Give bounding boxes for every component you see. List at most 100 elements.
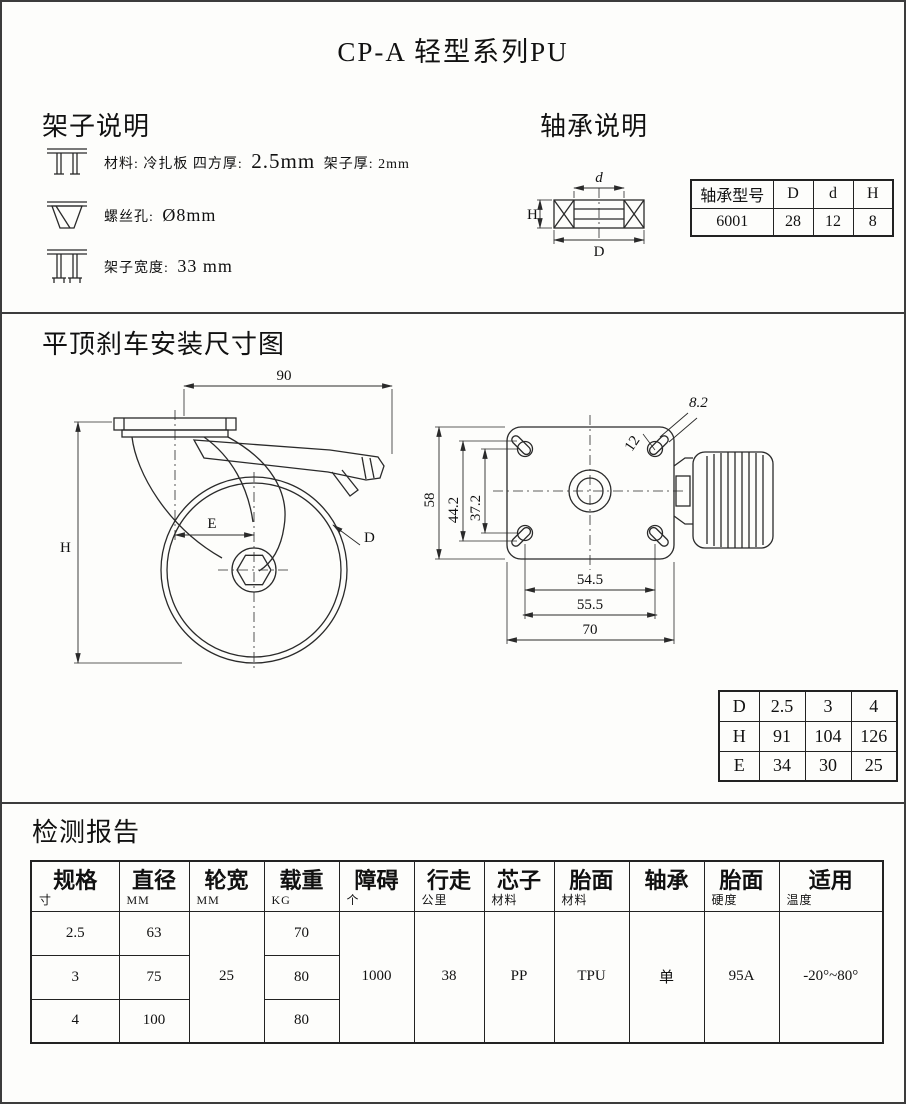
cell-load: 80: [263, 954, 340, 1000]
dim-slot-width-8-2: 8.2: [689, 395, 708, 411]
cell-tread-material: TPU: [553, 910, 630, 1044]
header-main: 障碍: [354, 868, 399, 894]
mounting-plate: [506, 426, 675, 560]
header-main: 直径: [131, 868, 176, 894]
dhe-value: 91: [758, 720, 806, 752]
header-main: 轴承: [644, 868, 689, 894]
caster-body: [113, 417, 385, 664]
header-sub: 材料: [561, 892, 588, 907]
frame-legs-icon: [47, 249, 87, 283]
cell-hardness: 95A: [703, 910, 780, 1044]
bearing-D-header: D: [772, 179, 814, 209]
report-row-1: 2.5 63 25 70 1000 38 PP TPU 单 95A -20°~8…: [30, 910, 884, 1044]
brake-pedal: [673, 451, 774, 549]
caster-side-view-drawing: 90 H E D: [60, 368, 393, 670]
bearing-dim-H: H: [527, 207, 538, 223]
header-sub: 个: [346, 892, 360, 907]
header-bearing: 轴承: [628, 860, 705, 912]
bearing-D-value: 28: [772, 207, 814, 237]
dhe-value: 25: [850, 750, 898, 782]
cell-diameter: 75: [118, 954, 190, 1000]
bearing-d-header: d: [812, 179, 854, 209]
header-main: 行走: [426, 868, 471, 894]
cell-distance: 38: [413, 910, 485, 1044]
header-main: 适用: [808, 868, 853, 894]
header-sub: 寸: [39, 892, 53, 907]
cell-core: PP: [483, 910, 555, 1044]
header-temperature: 适用温度: [778, 860, 884, 912]
header-main: 轮宽: [204, 868, 249, 894]
section-divider-top: [2, 312, 904, 314]
dhe-row-H: H 91 104 126: [718, 720, 898, 752]
header-main: 胎面: [569, 868, 614, 894]
cell-diameter: 63: [118, 910, 190, 956]
plate-thickness-value: 2.5mm: [251, 148, 316, 173]
header-tread-material: 胎面材料: [553, 860, 630, 912]
dim-hole-width-54-5: 54.5: [577, 572, 603, 588]
cell-load: 70: [263, 910, 340, 956]
frame-spec-screw-hole: 螺丝孔: Ø8mm: [44, 198, 216, 232]
cell-diameter: 100: [118, 998, 190, 1044]
header-main: 规格: [53, 868, 98, 894]
bearing-d-value: 12: [812, 207, 854, 237]
dim-plate-width-70: 70: [583, 622, 598, 638]
cell-spec: 2.5: [30, 910, 120, 956]
dim-plate-height-58: 58: [422, 493, 438, 508]
dim-hole-span-outer-44-2: 44.2: [446, 497, 462, 523]
dim-wheel-D: D: [364, 530, 375, 546]
bearing-H-value: 8: [852, 207, 894, 237]
header-hardness: 胎面硬度: [703, 860, 780, 912]
material-label: 材料: 冷扎板 四方厚:: [104, 156, 243, 172]
section-divider-bottom: [2, 802, 904, 804]
dim-slot-length-12: 12: [622, 433, 644, 454]
header-core: 芯子材料: [483, 860, 555, 912]
header-main: 胎面: [719, 868, 764, 894]
drawing-section-title: 平顶刹车安装尺寸图: [42, 330, 286, 359]
bearing-table-value-row: 6001 28 12 8: [690, 207, 894, 237]
header-sub: MM: [126, 892, 150, 907]
frame-thickness-label: 架子厚: 2mm: [323, 156, 410, 172]
cell-wheel-width: 25: [188, 910, 265, 1044]
frame-width-value: 33 mm: [177, 255, 233, 276]
header-sub: 硬度: [711, 892, 738, 907]
frame-section-title: 架子说明: [42, 112, 151, 141]
dhe-value: 104: [804, 720, 852, 752]
bearing-model-header: 轴承型号: [690, 179, 774, 209]
dhe-row-D: D 2.5 3 4: [718, 690, 898, 722]
cell-spec: 4: [30, 998, 120, 1044]
bearing-model-value: 6001: [690, 207, 774, 237]
dim-offset-E: E: [207, 516, 216, 532]
header-sub: 材料: [491, 892, 518, 907]
frame-spec-width: 架子宽度: 33 mm: [44, 246, 233, 286]
bearing-table-header-row: 轴承型号 D d H: [690, 179, 894, 209]
bearing-table: 轴承型号 D d H 6001 28 12 8: [690, 179, 894, 237]
bearing-H-header: H: [852, 179, 894, 209]
cell-bearing: 单: [628, 910, 705, 1044]
cell-load: 80: [263, 998, 340, 1044]
dim-height-H: H: [60, 540, 71, 556]
dhe-value: 2.5: [758, 690, 806, 722]
report-row-3: 4 100 80: [30, 998, 883, 1044]
cell-temperature: -20°~80°: [778, 910, 884, 1044]
dhe-label-E: E: [718, 750, 760, 782]
dhe-label-H: H: [718, 720, 760, 752]
header-main: 载重: [279, 868, 324, 894]
dhe-value: 4: [850, 690, 898, 722]
header-sub: KG: [271, 892, 291, 907]
dhe-label-D: D: [718, 690, 760, 722]
dhe-value: 34: [758, 750, 806, 782]
dim-hole-span-37-2: 37.2: [468, 495, 484, 521]
header-sub: 公里: [421, 892, 448, 907]
dhe-value: 126: [850, 720, 898, 752]
report-row-2: 3 75 80: [30, 954, 883, 1000]
frame-spec-material: 材料: 冷扎板 四方厚: 2.5mm 架子厚: 2mm: [44, 144, 410, 178]
frame-width-label: 架子宽度:: [104, 260, 169, 276]
header-spec: 规格寸: [30, 860, 120, 912]
dim-plate-span-90: 90: [277, 368, 292, 384]
dhe-value: 30: [804, 750, 852, 782]
